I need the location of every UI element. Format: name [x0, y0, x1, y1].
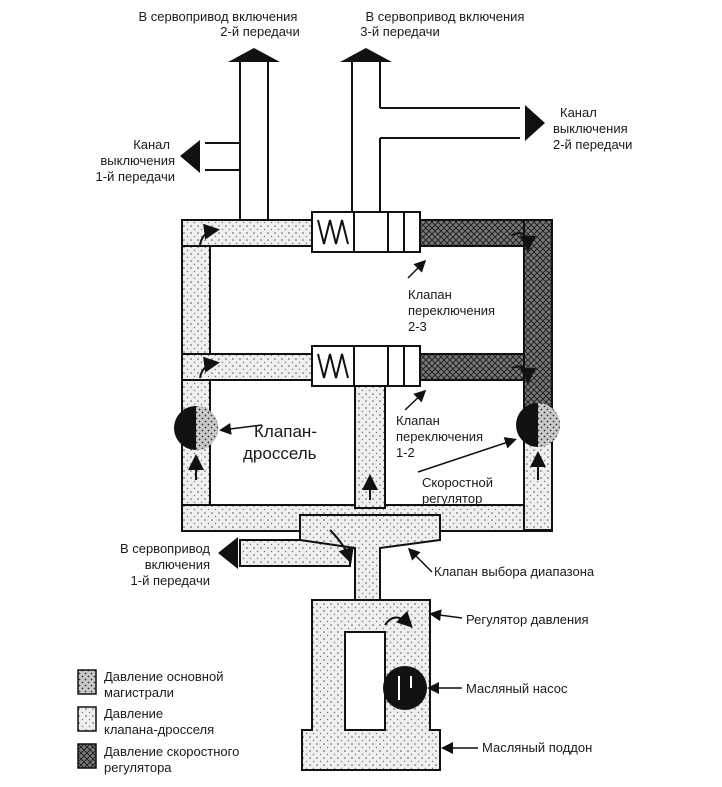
label-kanal1-line2: выключения	[100, 153, 175, 168]
label-servo2-line2: 2-й передачи	[220, 24, 299, 39]
shift-valve-23	[311, 211, 421, 253]
label-valve12-line3: 1-2	[396, 445, 415, 460]
arrow-up-servo2	[228, 48, 280, 62]
throttle-valve-symbol	[174, 406, 218, 450]
legend-main-line1: Давление основной	[104, 669, 223, 684]
legend-governor-line2: регулятора	[104, 760, 172, 775]
label-servo1-line1: В сервопривод	[120, 541, 210, 556]
legend-governor-line1: Давление скоростного	[104, 744, 239, 759]
label-governor-line2: регулятор	[422, 491, 482, 506]
label-oil-sump: Масляный поддон	[482, 740, 592, 755]
legend-swatch-throttle	[77, 706, 97, 732]
pointer-lines	[219, 259, 517, 754]
shift-valve-12	[311, 345, 421, 387]
label-servo2-line1: В сервопривод включения	[139, 9, 298, 24]
label-servo3-line1: В сервопривод включения	[366, 9, 525, 24]
label-range-valve: Клапан выбора диапазона	[434, 564, 595, 579]
label-kanal1-line3: 1-й передачи	[96, 169, 175, 184]
arrow-right-kanal2	[525, 105, 545, 141]
label-kanal2-line2: выключения	[553, 121, 628, 136]
label-valve23-line3: 2-3	[408, 319, 427, 334]
label-valve12-line1: Клапан	[396, 413, 440, 428]
label-oil-pump: Масляный насос	[466, 681, 568, 696]
label-pressure-regulator: Регулятор давления	[466, 612, 589, 627]
label-kanal2-line3: 2-й передачи	[553, 137, 632, 152]
oil-pump-symbol	[383, 666, 427, 710]
label-valve23-line1: Клапан	[408, 287, 452, 302]
arrow-left-kanal1	[180, 140, 200, 173]
legend-throttle-line2: клапана-дросселя	[104, 722, 214, 737]
legend-swatch-governor	[77, 743, 97, 769]
label-kanal2-line1: Канал	[560, 105, 597, 120]
governor-symbol	[516, 403, 560, 447]
upper-servo-lines	[180, 48, 545, 220]
label-throttle-line1: Клапан-	[254, 422, 317, 441]
label-servo1-line3: 1-й передачи	[131, 573, 210, 588]
legend-main-line2: магистрали	[104, 685, 174, 700]
arrow-up-servo3	[340, 48, 392, 62]
label-throttle-line2: дроссель	[243, 444, 317, 463]
label-valve12-line2: переключения	[396, 429, 483, 444]
label-servo1-line2: включения	[145, 557, 210, 572]
legend-throttle-line1: Давление	[104, 706, 163, 721]
legend: Давление основной магистрали Давление кл…	[77, 669, 239, 775]
arrow-left-servo1	[218, 537, 238, 569]
legend-swatch-main	[77, 669, 97, 695]
label-valve23-line2: переключения	[408, 303, 495, 318]
flow-arrows	[188, 223, 546, 628]
label-governor-line1: Скоростной	[422, 475, 493, 490]
label-kanal1-line1: Канал	[133, 137, 170, 152]
label-servo3-line2: 3-й передачи	[360, 24, 439, 39]
